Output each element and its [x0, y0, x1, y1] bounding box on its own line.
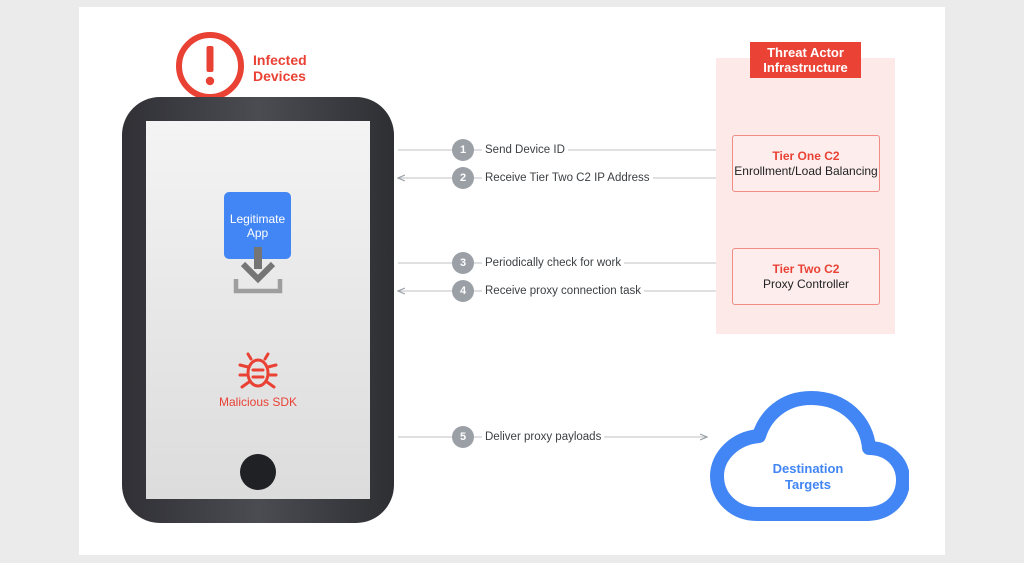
phone-home-button	[240, 454, 276, 490]
infra-label-line2: Infrastructure	[763, 60, 848, 75]
malicious-sdk-label: Malicious SDK	[218, 395, 298, 409]
destination-targets-label: Destination Targets	[753, 461, 863, 493]
tier-one-c2-box: Tier One C2 Enrollment/Load Balancing	[732, 135, 880, 192]
tier-two-title: Tier Two C2	[772, 261, 840, 276]
infected-label-line1: Infected	[253, 52, 307, 68]
step-4-label: Receive proxy connection task	[482, 284, 644, 298]
infra-label-line1: Threat Actor	[767, 45, 844, 60]
alert-circle-icon	[176, 32, 244, 100]
tier-two-subtitle: Proxy Controller	[762, 276, 850, 291]
tier-two-c2-box: Tier Two C2 Proxy Controller	[732, 248, 880, 305]
cloud-icon	[710, 391, 909, 521]
step-4-number: 4	[452, 280, 474, 302]
step-5-label: Deliver proxy payloads	[482, 430, 605, 444]
step-2-label: Receive Tier Two C2 IP Address	[482, 171, 653, 185]
threat-actor-label: Threat Actor Infrastructure	[750, 42, 861, 78]
step-2-number: 2	[452, 167, 474, 189]
tier-one-subtitle: Enrollment/Load Balancing	[734, 163, 878, 178]
app-label-line1: Legitimate	[229, 211, 286, 226]
tier-one-title: Tier One C2	[772, 148, 840, 163]
infected-devices-label: Infected Devices	[253, 52, 307, 84]
step-5-number: 5	[452, 426, 474, 448]
step-1-label: Send Device ID	[482, 143, 568, 157]
download-icon	[233, 247, 283, 294]
cloud-label-line1: Destination	[772, 461, 844, 476]
infected-label-line2: Devices	[253, 68, 306, 84]
cloud-label-line2: Targets	[785, 477, 831, 492]
app-label-line2: App	[246, 225, 269, 240]
phone-screen	[146, 121, 370, 499]
step-1-number: 1	[452, 139, 474, 161]
bug-icon	[238, 352, 278, 389]
step-3-number: 3	[452, 252, 474, 274]
step-3-label: Periodically check for work	[482, 256, 625, 270]
